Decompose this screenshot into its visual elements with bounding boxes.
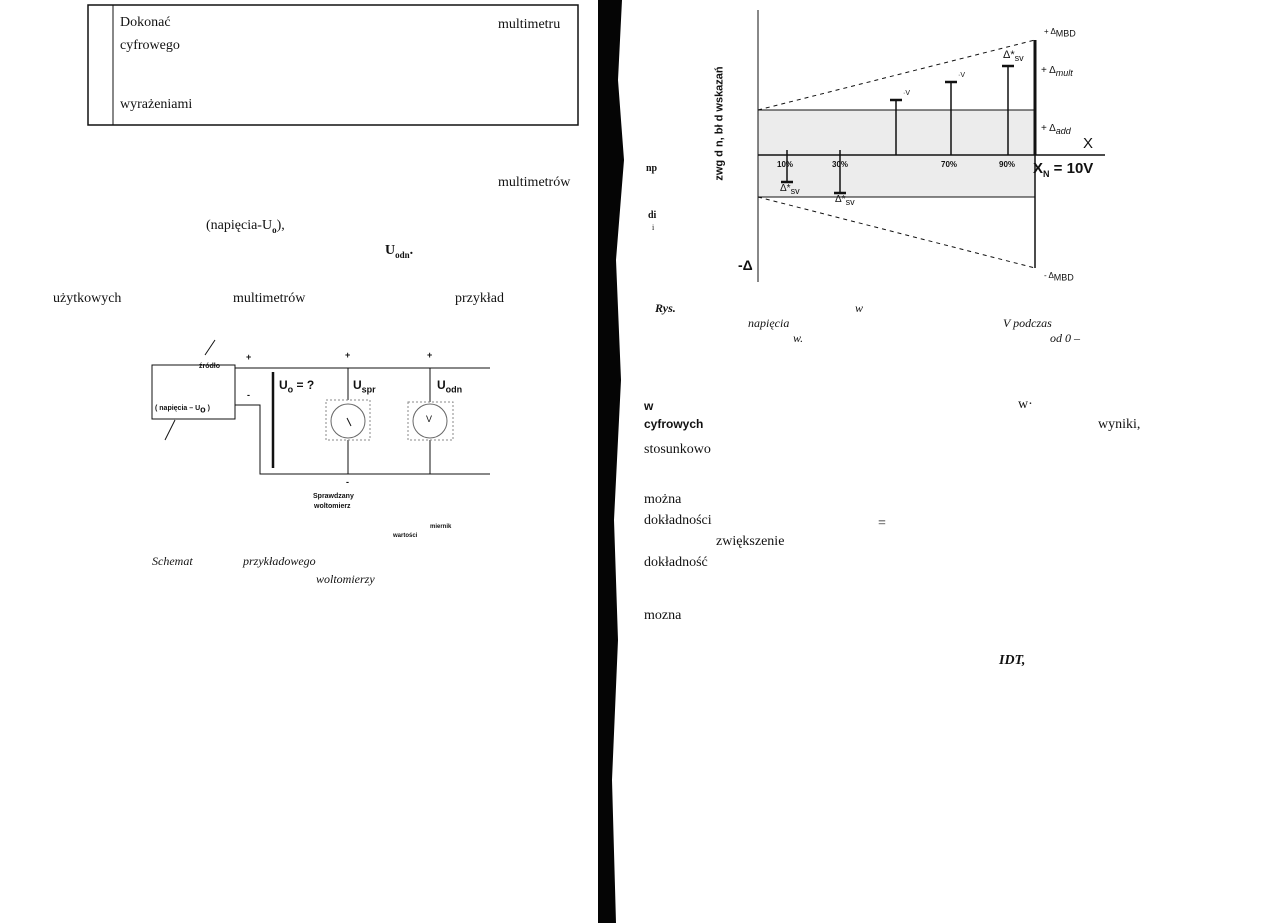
body-text: stosunkowo xyxy=(644,442,711,457)
plus-mbd-label: + ΔMBD xyxy=(1044,27,1076,39)
plus-mult-label: + Δmult xyxy=(1041,65,1073,78)
tick-label: 30% xyxy=(832,160,849,169)
figure-caption: Schemat xyxy=(152,554,193,568)
margin-fragment: i xyxy=(652,223,655,232)
voltmeter-symbol: V xyxy=(426,414,433,424)
body-text: użytkowych xyxy=(53,291,122,306)
y-axis-label: zwg d n, bł d wskazań xyxy=(713,66,726,181)
v-mark: ·V xyxy=(958,72,965,79)
scan-torn-edge xyxy=(598,0,624,923)
figure-caption: V podczas xyxy=(1003,316,1052,330)
tick-label: 90% xyxy=(999,160,1016,169)
reference-meter-label: miernik xyxy=(430,524,452,530)
minus-sign: - xyxy=(346,477,349,487)
figure-caption: napięcia xyxy=(748,316,790,330)
body-text: Uodn. xyxy=(385,243,414,260)
body-text: dokładności xyxy=(644,513,712,528)
minus-sign: - xyxy=(247,390,250,400)
box-text: Dokonać xyxy=(120,15,171,30)
plus-sign: + xyxy=(246,352,252,362)
figure-caption: woltomierzy xyxy=(316,572,375,586)
error-bars xyxy=(781,64,1014,195)
source-label: ( napięcia – Uo ) xyxy=(155,404,210,415)
plus-sign: + xyxy=(427,350,433,360)
body-text: wyniki, xyxy=(1098,417,1141,432)
circuit-diagram xyxy=(151,339,490,475)
uodn-label: Uodn xyxy=(437,378,463,395)
body-text: mozna xyxy=(644,608,682,623)
neg-delta-label: -Δ xyxy=(738,257,753,273)
reference-meter-label: wartości xyxy=(393,533,418,539)
figure-caption: od 0 – xyxy=(1050,331,1080,345)
body-text: zwiększenie xyxy=(716,534,785,549)
body-text: (napięcia-Uo), xyxy=(206,218,285,235)
body-text: multimetrów xyxy=(233,291,306,306)
minus-mbd-label: - ΔMBD xyxy=(1044,271,1074,283)
delta-sv-label: Δ*sv xyxy=(1003,49,1024,64)
source-label: źródło xyxy=(199,363,220,370)
figure-caption: przykładowego xyxy=(243,554,316,568)
tick-label: 10% xyxy=(777,160,794,169)
figure-caption: w xyxy=(855,301,864,315)
uspr-label: Uspr xyxy=(353,378,376,395)
box-text: cyfrowego xyxy=(120,38,180,53)
tick-label: 70% xyxy=(941,160,958,169)
box-text: multimetru xyxy=(498,17,561,32)
body-text: w· xyxy=(1018,397,1033,412)
body-text: = xyxy=(878,516,886,531)
margin-fragment: np xyxy=(646,163,658,174)
margin-fragment: di xyxy=(648,210,657,221)
box-text: wyrażeniami xyxy=(120,97,193,112)
x-axis-label: X xyxy=(1083,135,1094,152)
error-diagram xyxy=(757,10,1105,282)
figure-caption: Rys. xyxy=(655,301,676,315)
body-text: przykład xyxy=(455,291,504,306)
checked-voltmeter-label: Sprawdzany xyxy=(313,493,354,500)
checked-voltmeter-label: woltomierz xyxy=(314,503,351,510)
xn-label: XN = 10V xyxy=(1033,160,1094,179)
body-text: multimetrów xyxy=(498,175,571,190)
plus-add-label: + Δadd xyxy=(1041,123,1071,136)
task-box xyxy=(87,4,579,126)
v-mark: ·V xyxy=(903,90,910,97)
figure-caption: w. xyxy=(793,331,804,345)
delta-sv-label: Δ*sv xyxy=(780,183,800,196)
body-text: można xyxy=(644,492,682,507)
body-text: cyfrowych xyxy=(644,417,704,431)
u0-label: Uo = ? xyxy=(279,378,315,395)
body-text: w xyxy=(644,399,654,413)
delta-sv-label: Δ*sv xyxy=(835,194,855,207)
body-text: IDT, xyxy=(999,653,1026,668)
body-text: dokładność xyxy=(644,555,708,570)
plus-sign: + xyxy=(345,350,351,360)
